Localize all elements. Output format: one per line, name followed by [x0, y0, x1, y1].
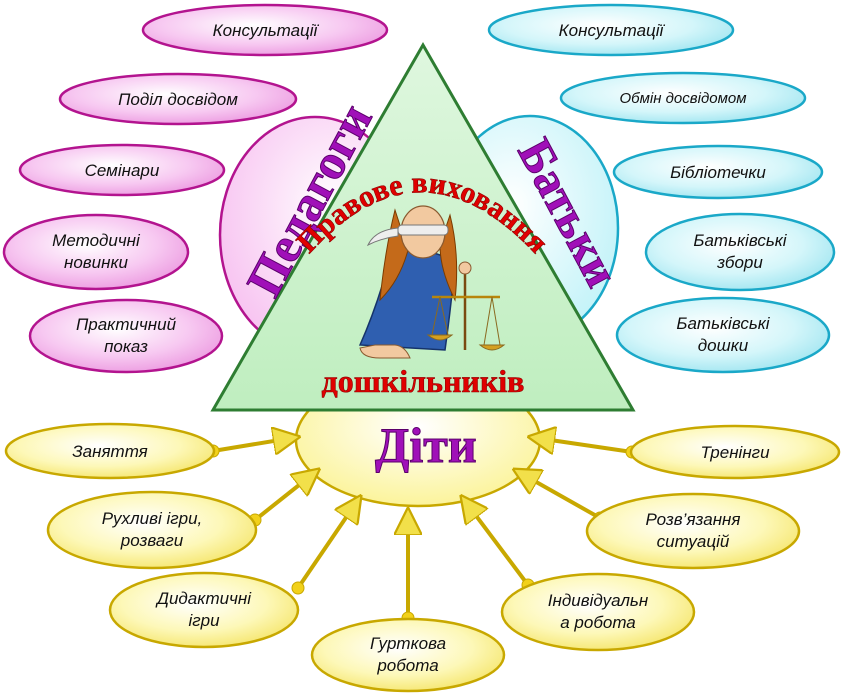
themis-justice-icon — [358, 205, 506, 359]
children-item: Заняття — [4, 422, 216, 480]
center-title-bottom: дошкільників — [322, 363, 525, 399]
children-item: Рухливі ігри,розваги — [46, 490, 258, 570]
svg-text:Заняття: Заняття — [72, 442, 148, 461]
svg-text:Консультації: Консультації — [213, 21, 320, 40]
svg-text:Бібліотечки: Бібліотечки — [670, 163, 766, 182]
svg-text:Поділ досвідом: Поділ досвідом — [118, 90, 238, 109]
parents-item: Обмін досвідомом — [559, 71, 807, 125]
children-item: Тренінги — [629, 424, 841, 480]
children-title: Діти — [375, 417, 477, 473]
teachers-item: Семінари — [18, 143, 226, 197]
parents-item: Бібліотечки — [612, 144, 824, 200]
children-item-text: Рухливі ігри,розваги — [102, 509, 203, 550]
svg-text:Обмін досвідомом: Обмін досвідомом — [620, 90, 747, 107]
svg-text:Семінари: Семінари — [85, 161, 160, 180]
parents-item: Консультації — [487, 3, 735, 57]
svg-text:Консультації: Консультації — [559, 21, 666, 40]
children-arrows — [212, 437, 633, 618]
svg-text:Тренінги: Тренінги — [700, 443, 770, 462]
teachers-item: Консультації — [141, 3, 389, 57]
teachers-item: Поділ досвідом — [58, 72, 298, 126]
